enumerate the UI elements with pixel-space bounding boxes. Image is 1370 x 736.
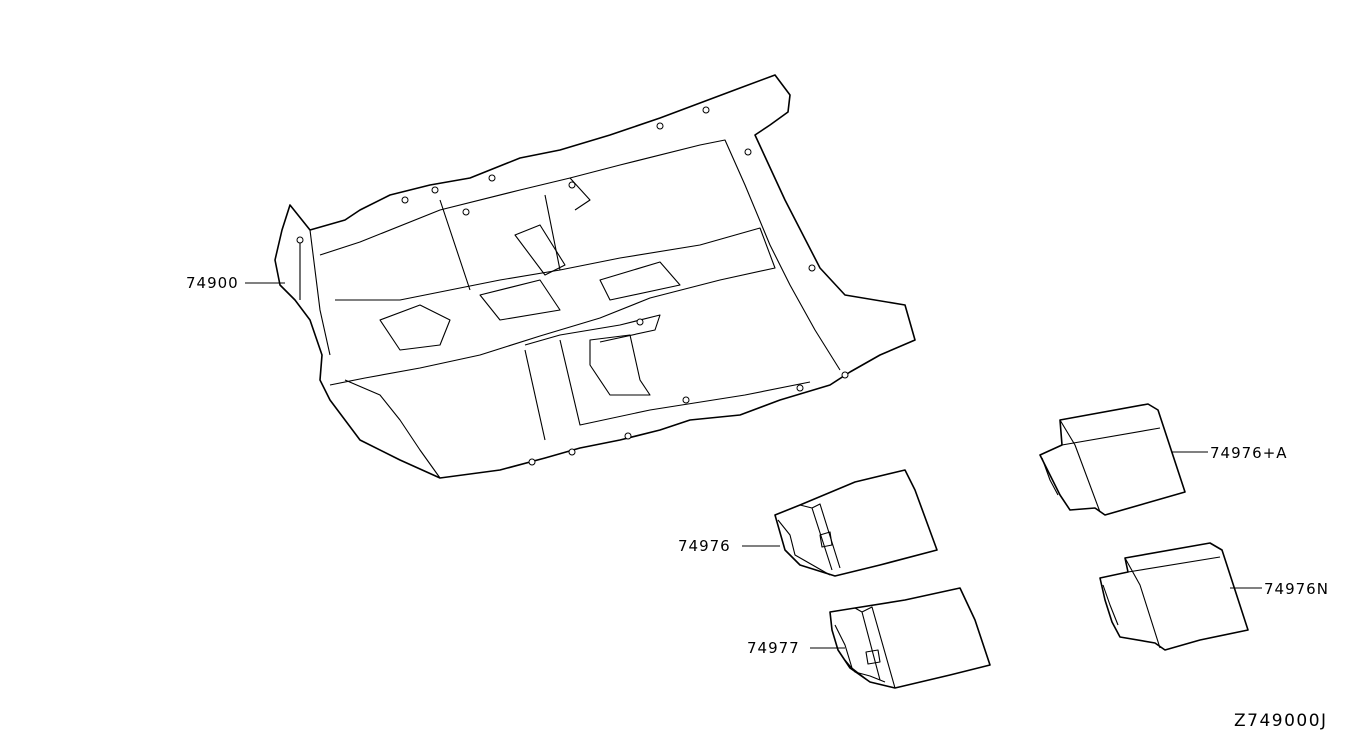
callout-label-74976: 74976 xyxy=(678,537,731,555)
callout-74977: 74977 xyxy=(747,639,845,657)
diagram-code: Z749000J xyxy=(1234,711,1328,731)
callout-label-74900: 74900 xyxy=(186,274,239,292)
callout-74976: 74976 xyxy=(678,537,780,555)
floor-mat-74977[interactable] xyxy=(829,587,991,689)
floor-mat-74976-plus-a[interactable] xyxy=(1039,403,1186,516)
floor-carpet[interactable] xyxy=(274,74,916,479)
callout-label-74977: 74977 xyxy=(747,639,800,657)
floor-mat-74976n[interactable] xyxy=(1099,542,1249,651)
floor-mat-74976[interactable] xyxy=(774,469,938,577)
callout-74976-plus-a: 74976+A xyxy=(1172,444,1288,462)
callout-74976n: 74976N xyxy=(1230,580,1329,598)
callout-label-74976-plus-a: 74976+A xyxy=(1210,444,1288,462)
callout-74900: 74900 xyxy=(186,274,285,292)
callout-label-74976n: 74976N xyxy=(1264,580,1329,598)
